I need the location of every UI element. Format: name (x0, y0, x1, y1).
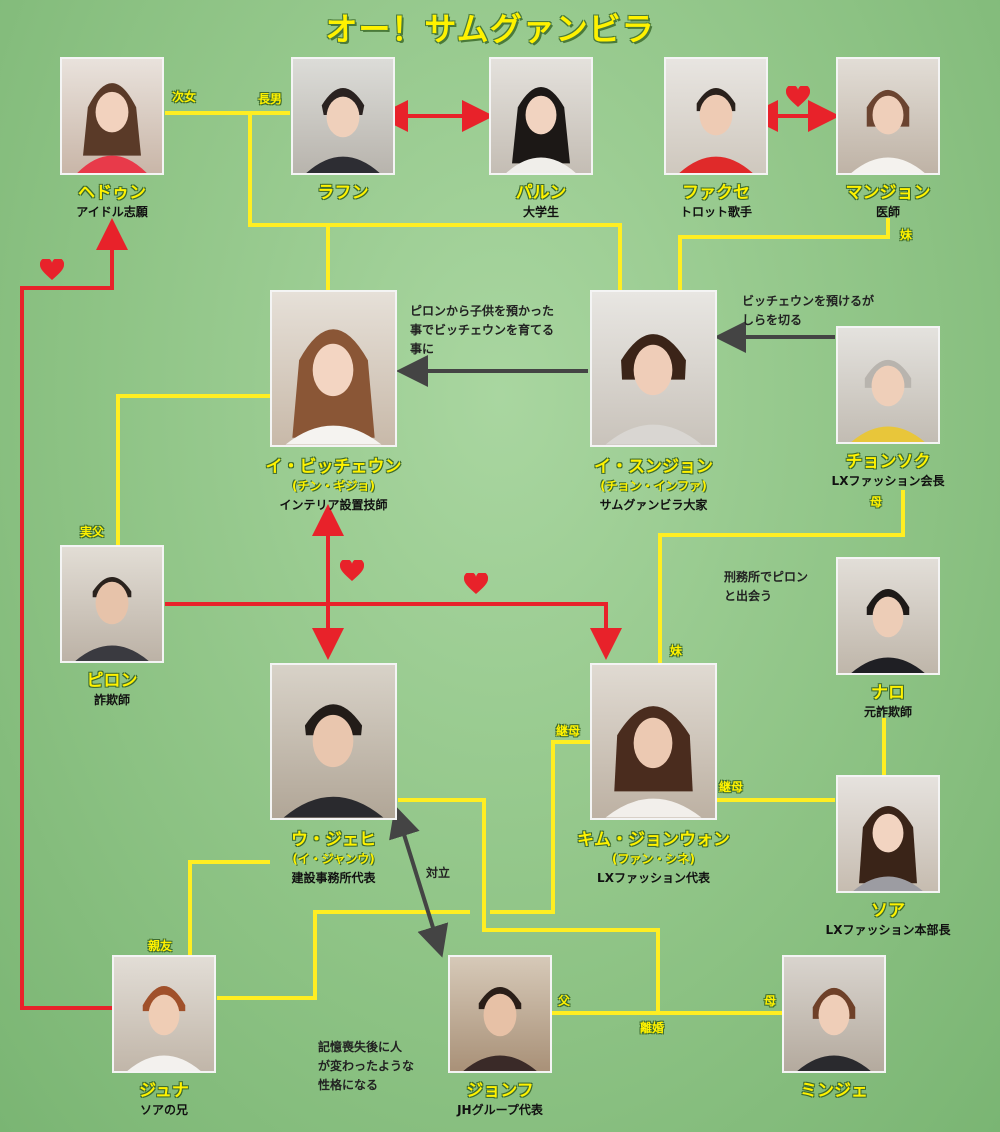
person-jehi[interactable]: ウ・ジェヒ (イ・ジャンウ) 建設事務所代表 (270, 663, 397, 885)
relation-label: 妹 (900, 228, 913, 242)
person-fakuse[interactable]: ファクセ トロット歌手 (664, 57, 768, 219)
person-role: LXファッション本部長 (825, 923, 951, 937)
relation-label: 対立 (426, 866, 451, 880)
portrait-photo (836, 326, 940, 444)
heart-icon (40, 259, 64, 280)
person-minje[interactable]: ミンジェ (782, 955, 886, 1101)
person-name: ミンジェ (800, 1081, 868, 1101)
person-role: トロット歌手 (679, 205, 752, 219)
person-alt-name: (ファン・シネ) (612, 852, 695, 866)
portrait-photo (60, 57, 164, 175)
person-name: ウ・ジェヒ (291, 830, 376, 850)
portrait-photo (270, 290, 397, 447)
conflict-lines (389, 321, 835, 958)
portrait-photo (448, 955, 552, 1073)
person-hedun[interactable]: ヘドゥン アイドル志願 (60, 57, 164, 219)
relation-label: 妹 (670, 644, 683, 658)
person-role: 詐欺師 (93, 693, 130, 707)
person-soa[interactable]: ソア LXファッション本部長 (826, 775, 950, 937)
page-title: オー！サムグァンビラ (325, 10, 655, 48)
relation-label: 継母 (556, 724, 581, 738)
person-role: 大学生 (522, 205, 559, 219)
note-prison: 刑務所でピロンと出会う (724, 570, 809, 603)
relation-label: 実父 (80, 525, 105, 539)
person-role: 元詐欺師 (863, 705, 912, 719)
person-name: ナロ (871, 683, 905, 703)
relation-label: 継母 (719, 780, 744, 794)
relation-label: 長男 (258, 92, 283, 106)
relation-label: 親友 (148, 939, 173, 953)
family-lines (116, 111, 905, 1015)
portrait-photo (664, 57, 768, 175)
relation-label: 母 (764, 994, 777, 1008)
person-role: JHグループ代表 (457, 1103, 543, 1117)
person-role: LXファッション会長 (831, 474, 945, 488)
portrait-photo (590, 290, 717, 447)
heart-icon (340, 560, 364, 581)
portrait-photo (836, 557, 940, 675)
person-name: ジュナ (139, 1081, 189, 1101)
person-name: キム・ジョンウォン (577, 830, 730, 850)
portrait-photo (291, 57, 395, 175)
person-alt-name: (イ・ジャンウ) (292, 852, 375, 866)
person-juna[interactable]: ジュナ ソアの兄 (112, 955, 216, 1117)
person-jonsok[interactable]: チョンソク LXファッション会長 (832, 326, 944, 488)
person-name: パルン (515, 183, 567, 203)
person-name: ジョンフ (466, 1081, 534, 1101)
relation-label: 母 (870, 495, 883, 509)
relation-label: 父 (558, 994, 571, 1008)
person-naro[interactable]: ナロ 元詐欺師 (836, 557, 940, 719)
portrait-photo (836, 775, 940, 893)
portrait-photo (836, 57, 940, 175)
portrait-photo (112, 955, 216, 1073)
person-sunjon[interactable]: イ・スンジョン (チョン・インファ) サムグァンビラ大家 (590, 290, 717, 512)
person-name: マンジョン (845, 183, 931, 203)
person-name: チョンソク (845, 452, 931, 472)
person-role: 医師 (875, 205, 900, 219)
person-role: サムグァンビラ大家 (599, 498, 708, 512)
portrait-photo (270, 663, 397, 820)
person-rafun[interactable]: ラフン (291, 57, 395, 203)
person-role: 建設事務所代表 (291, 871, 376, 885)
person-name: イ・ビッチェウン (265, 457, 402, 477)
heart-icon (464, 573, 488, 594)
person-alt-name: (チョン・インファ) (600, 479, 707, 493)
portrait-photo (590, 663, 717, 820)
note-memory-loss: 記憶喪失後に人が変わったような性格になる (318, 1040, 415, 1092)
heart-icon (786, 86, 810, 107)
note-denied: ビッチェウンを預けるがしらを切る (742, 294, 875, 327)
love-lines (20, 100, 840, 1010)
person-parun[interactable]: パルン 大学生 (489, 57, 593, 219)
portrait-photo (782, 955, 886, 1073)
person-name: ラフン (317, 183, 369, 203)
person-role: LXファッション代表 (597, 871, 710, 885)
person-role: インテリア設置技師 (279, 498, 388, 512)
person-jonfu[interactable]: ジョンフ JHグループ代表 (448, 955, 552, 1117)
portrait-photo (60, 545, 164, 663)
relation-label: 次女 (172, 90, 197, 104)
person-name: ソア (871, 901, 905, 921)
portrait-photo (489, 57, 593, 175)
person-role: ソアの兄 (139, 1103, 188, 1117)
note-bitcheun-raised: ピロンから子供を預かった事でビッチェウンを育てる事に (410, 304, 555, 356)
person-name: ヘドゥン (78, 183, 146, 203)
relation-label: 離婚 (640, 1021, 665, 1035)
person-alt-name: (チン・ギジョ) (292, 479, 375, 493)
person-name: イ・スンジョン (594, 457, 713, 477)
person-bitcheun[interactable]: イ・ビッチェウン (チン・ギジョ) インテリア設置技師 (266, 290, 402, 512)
person-name: ピロン (86, 671, 138, 691)
person-role: アイドル志願 (76, 205, 148, 219)
person-jonwon[interactable]: キム・ジョンウォン (ファン・シネ) LXファッション代表 (577, 663, 730, 885)
person-piron[interactable]: ピロン 詐欺師 (60, 545, 164, 707)
person-manjon[interactable]: マンジョン 医師 (836, 57, 940, 219)
person-name: ファクセ (682, 183, 750, 203)
